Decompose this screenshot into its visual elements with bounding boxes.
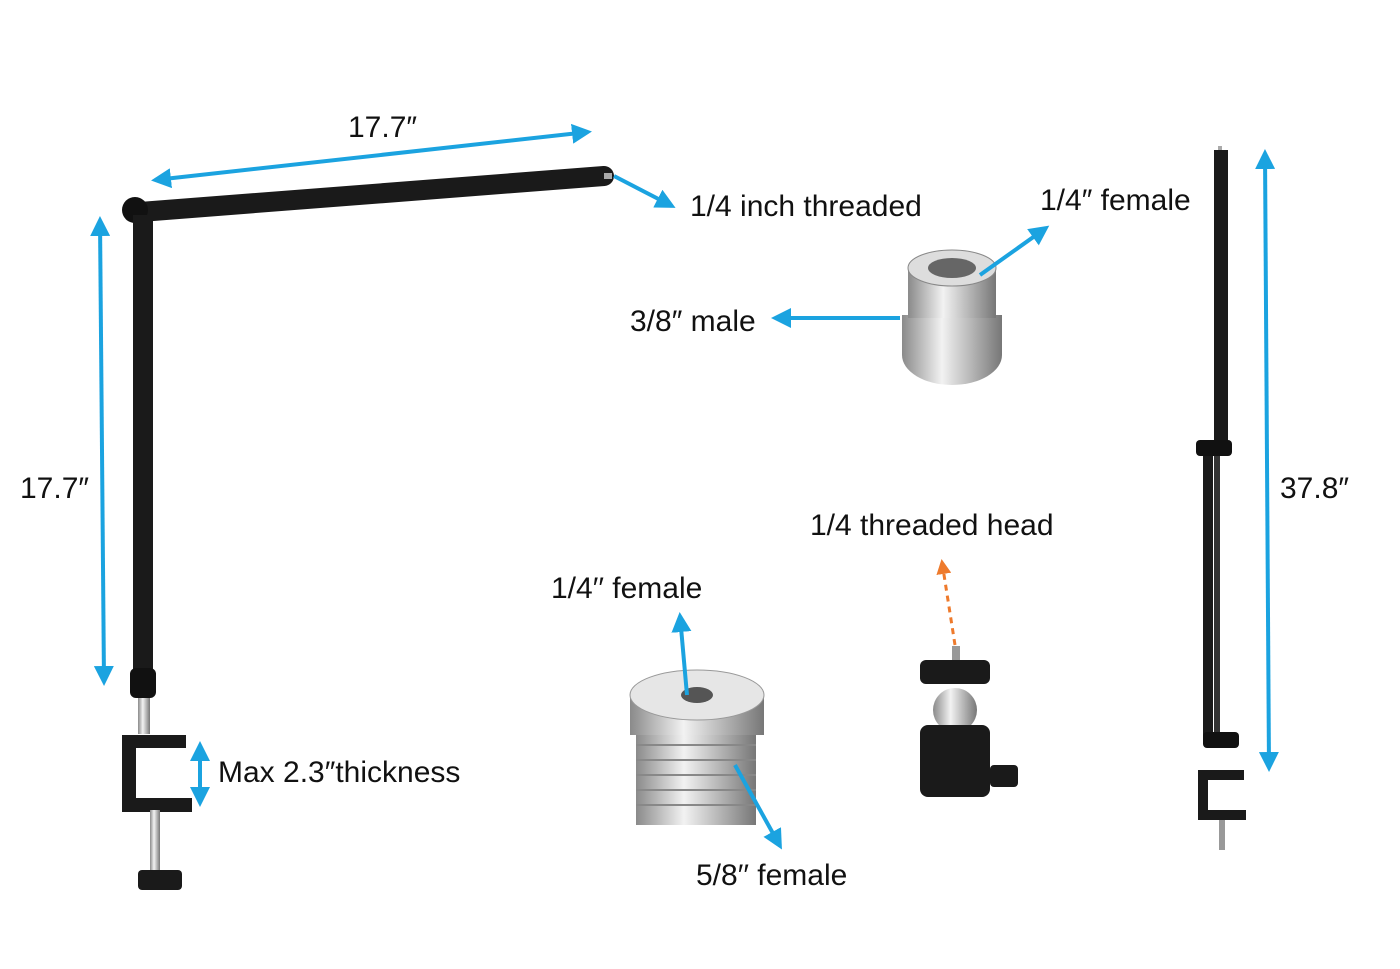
mic-adapter-top-label: 1/4′′ female <box>551 572 703 605</box>
vertical-pole-length-label: 17.7″ <box>20 472 90 505</box>
adapter-38-14 <box>902 249 1002 385</box>
ball-head <box>920 646 1018 797</box>
dimension-arrows <box>90 123 1279 850</box>
ball-head-label: 1/4 threaded head <box>810 509 1054 542</box>
mic-adapter-bottom-label: 5/8′′ female <box>696 859 848 892</box>
tall-pole-length-label: 37.8″ <box>1280 472 1350 505</box>
top-arm-length-label: 17.7″ <box>348 111 418 144</box>
tall-pole-stand <box>1196 146 1246 850</box>
clamp-thickness-label: Max 2.3″thickness <box>218 756 461 789</box>
mic-adapter <box>629 669 765 825</box>
dashed-arrow <box>936 559 957 646</box>
threaded-end-label: 1/4 inch threaded <box>690 190 922 223</box>
adapter-male-label: 3/8″ male <box>630 305 756 338</box>
adapter-female-label: 1/4″ female <box>1040 184 1191 217</box>
